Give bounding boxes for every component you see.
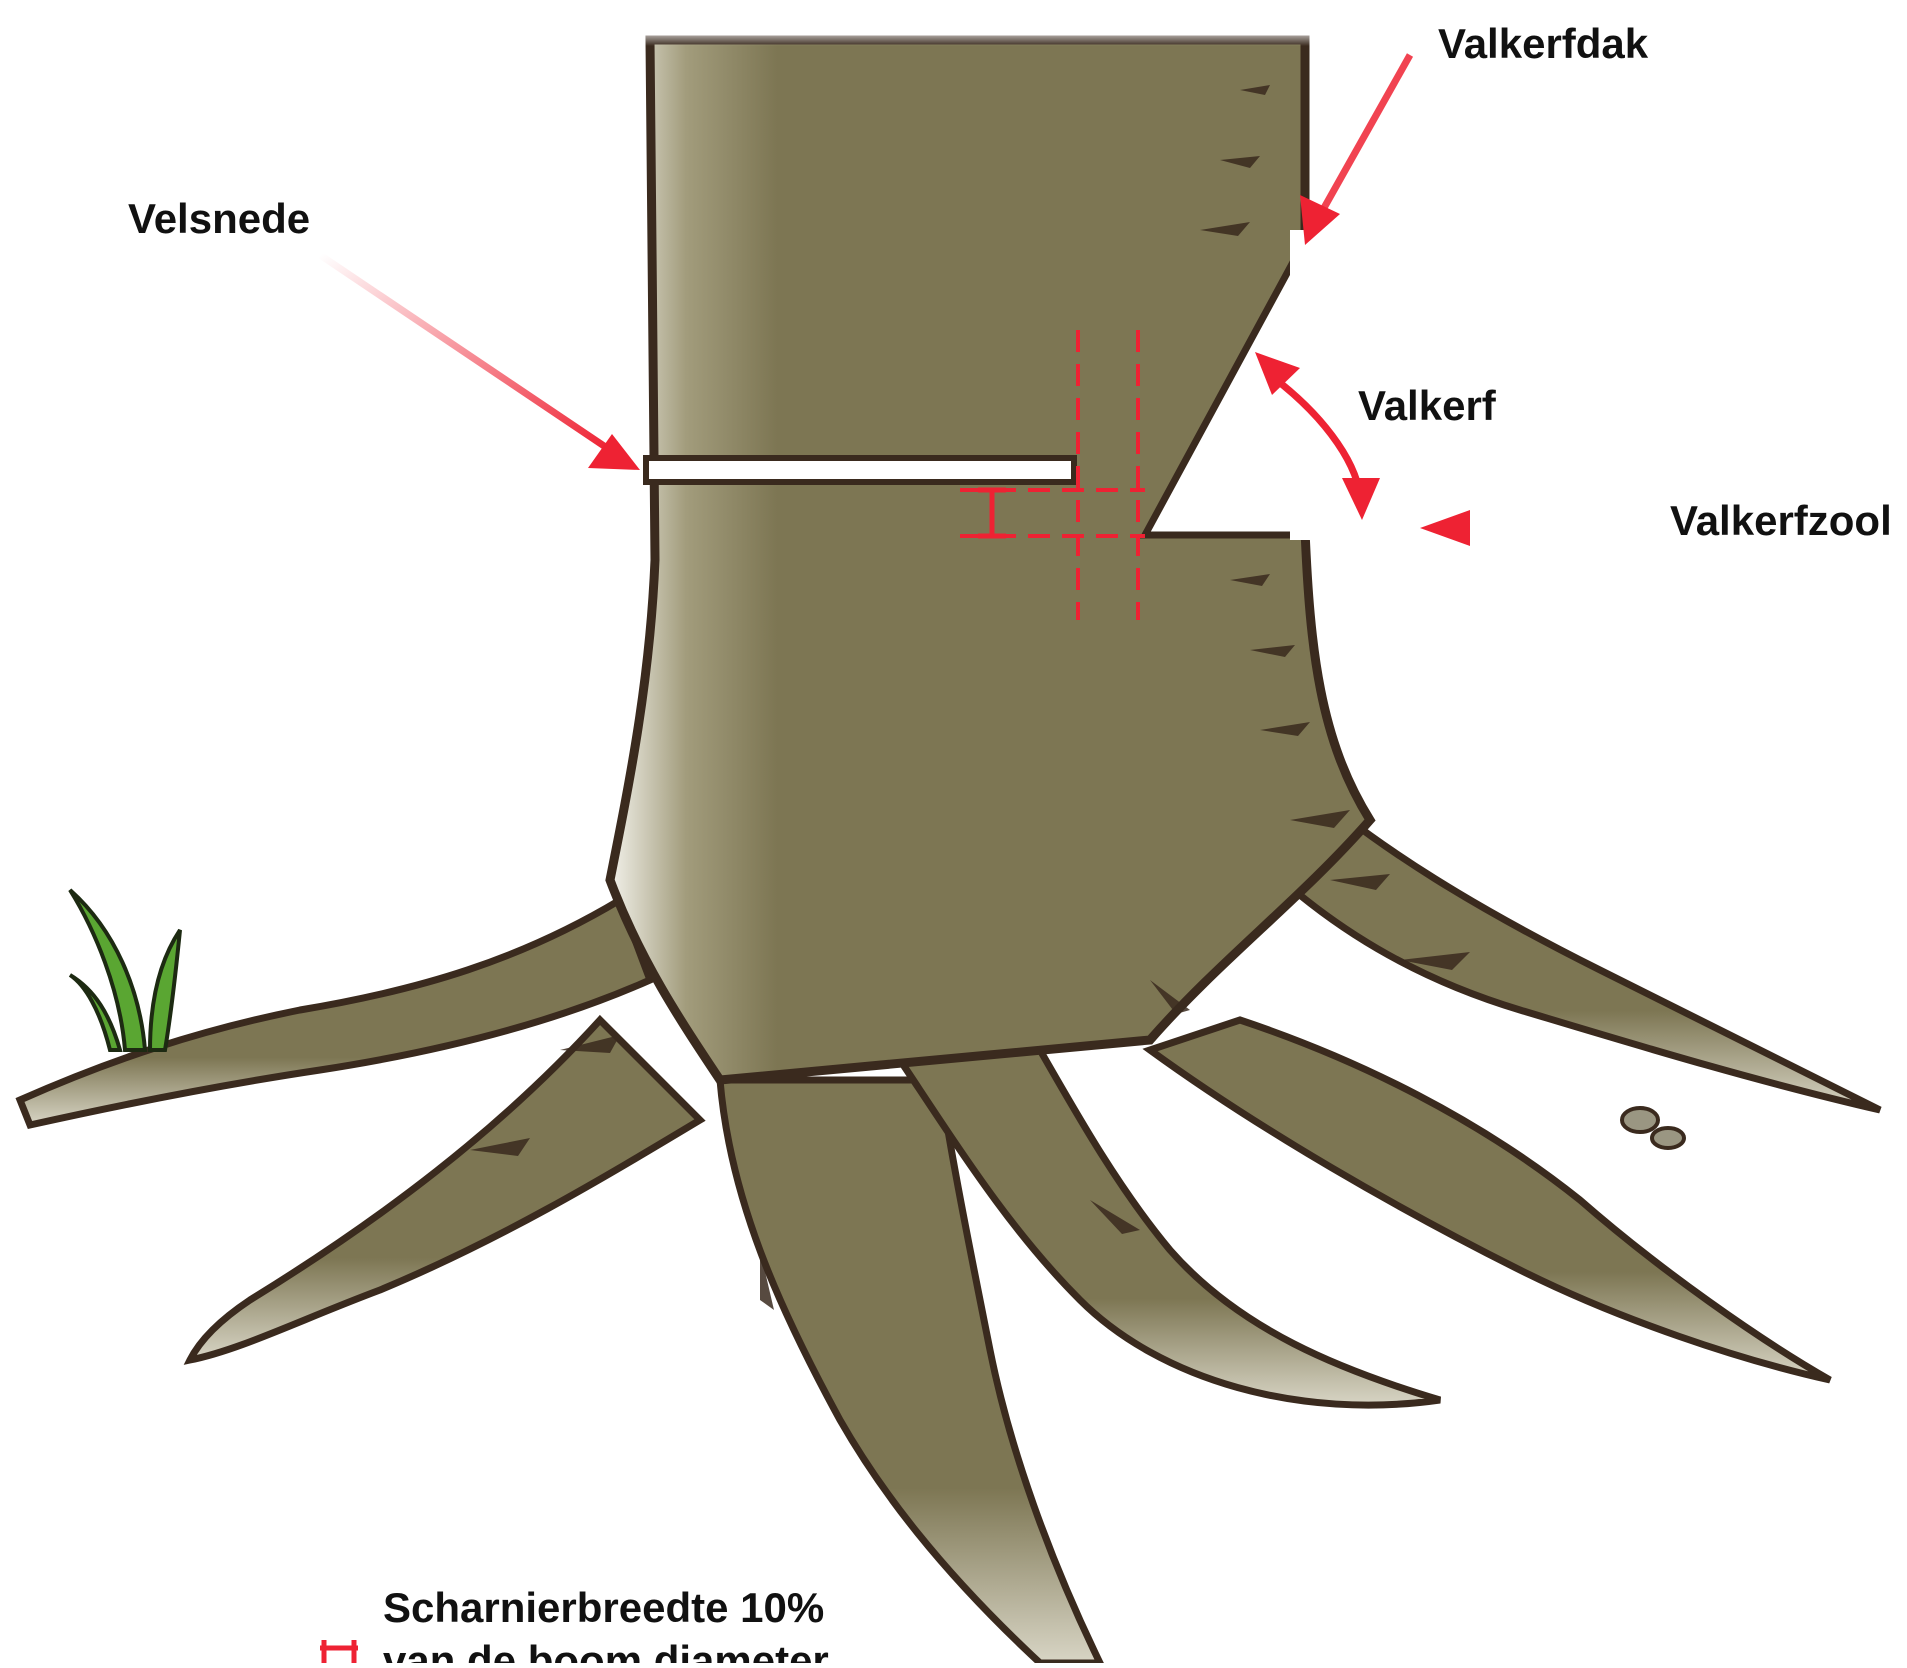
- trunk: [610, 40, 1370, 1080]
- label-velsnede: Velsnede: [128, 195, 310, 242]
- grass-tuft: [70, 890, 180, 1050]
- legend-line-2: van de boom diameter: [383, 1637, 829, 1663]
- trunk-top-fade: [640, 30, 1320, 190]
- arrow-velsnede: [320, 255, 640, 470]
- notch-floor-mask: [1290, 230, 1330, 540]
- legend-hinge-icon: [320, 1640, 358, 1663]
- arrow-valkerfzool: [1310, 510, 1640, 546]
- legend-line-1: Scharnierbreedte 10%: [383, 1584, 824, 1631]
- legend: Scharnierbreedte 10% van de boom diamete…: [320, 1584, 829, 1663]
- label-valkerfdak: Valkerfdak: [1438, 20, 1649, 67]
- back-cut: [646, 458, 1074, 482]
- label-valkerf: Valkerf: [1358, 382, 1497, 429]
- tree-body: [20, 30, 1880, 1663]
- label-valkerfzool: Valkerfzool: [1670, 497, 1892, 544]
- stone: [1622, 1108, 1684, 1148]
